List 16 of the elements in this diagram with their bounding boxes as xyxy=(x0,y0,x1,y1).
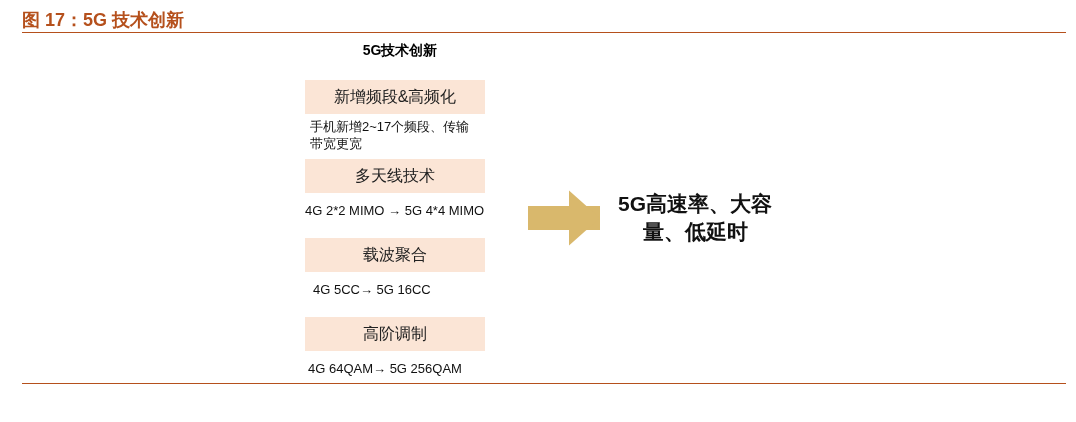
result-label: 5G高速率、大容量、低延时 xyxy=(617,191,773,245)
process-box xyxy=(305,159,485,193)
box-label: 高阶调制 xyxy=(363,323,427,344)
caption-text: 手机新增2~17个频段、传输带宽更宽 xyxy=(310,118,471,152)
caption-text: 4G 5CC→ 5G 16CC xyxy=(313,281,432,298)
process-box xyxy=(305,238,485,272)
process-box xyxy=(305,317,485,351)
box-label: 新增频段&高频化 xyxy=(333,86,457,107)
box-label: 多天线技术 xyxy=(355,165,435,186)
figure-title: 图 17：5G 技术创新 xyxy=(22,9,185,32)
box-label: 载波聚合 xyxy=(363,244,427,265)
block-arrow xyxy=(528,190,600,246)
caption-text: 4G 2*2 MIMO → 5G 4*4 MIMO xyxy=(305,202,486,219)
process-box xyxy=(305,80,485,114)
caption-text: 4G 64QAM→ 5G 256QAM xyxy=(308,360,463,377)
column-heading: 5G技术创新 xyxy=(361,42,439,60)
